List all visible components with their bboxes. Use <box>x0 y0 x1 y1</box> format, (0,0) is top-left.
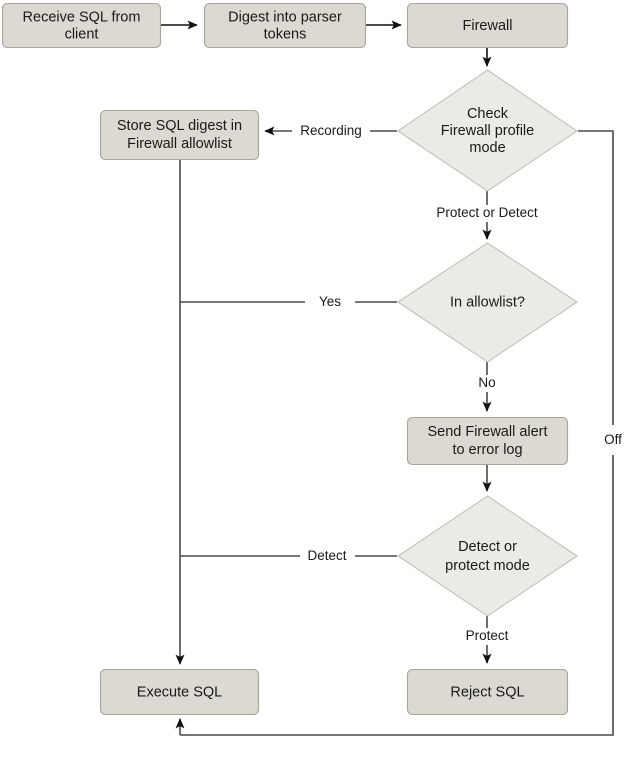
node-reject-sql-label: Reject SQL <box>450 684 524 700</box>
edge-label-detect: Detect <box>307 548 346 563</box>
node-execute-sql-shape <box>99 668 260 716</box>
edge-label-recording: Recording <box>300 123 362 138</box>
node-check-firewall-profile-mode-shape <box>397 69 578 192</box>
edge-label-no: No <box>478 375 495 390</box>
edge-in-allowlist-to-send-alert: No <box>478 362 496 412</box>
node-detect-protect-line-1: Detect or <box>458 539 517 555</box>
node-digest-tokens-line-2: tokens <box>264 26 307 42</box>
edge-detect-protect-detect-to-execute: Detect <box>180 548 397 563</box>
edge-check-mode-off-to-execute: Off <box>175 130 622 736</box>
node-execute-sql-label: Execute SQL <box>137 684 222 700</box>
edge-detect-protect-to-reject: Protect <box>466 616 509 664</box>
node-receive-sql-line-1: Receive SQL from <box>23 9 141 25</box>
node-send-firewall-alert[interactable]: Send Firewall alert to error log <box>406 416 569 466</box>
node-firewall-shape <box>406 2 569 49</box>
node-reject-sql-shape <box>406 668 569 716</box>
node-receive-sql[interactable]: Receive SQL from client <box>1 2 162 49</box>
node-store-sql-digest-line-1: Store SQL digest in <box>117 118 242 134</box>
node-check-firewall-profile-mode[interactable]: Check Firewall profile mode <box>397 69 578 192</box>
node-digest-tokens-shape <box>203 2 367 49</box>
node-digest-tokens[interactable]: Digest into parser tokens <box>203 2 367 49</box>
node-reject-sql[interactable]: Reject SQL <box>406 668 569 716</box>
node-send-alert-line-1: Send Firewall alert <box>427 424 547 440</box>
node-firewall[interactable]: Firewall <box>406 2 569 49</box>
node-check-mode-line-2: Firewall profile <box>441 123 534 139</box>
node-in-allowlist-shape <box>397 242 578 363</box>
edge-label-off: Off <box>604 432 622 447</box>
edge-check-mode-to-store-digest: Recording <box>264 123 397 138</box>
node-execute-sql[interactable]: Execute SQL <box>99 668 260 716</box>
node-store-sql-digest[interactable]: Store SQL digest in Firewall allowlist <box>99 109 260 161</box>
edge-label-yes: Yes <box>319 294 341 309</box>
node-send-firewall-alert-shape <box>406 416 569 466</box>
edge-check-mode-to-in-allowlist: Protect or Detect <box>436 191 538 240</box>
node-check-mode-line-3: mode <box>469 140 505 156</box>
edge-in-allowlist-yes-to-execute: Yes <box>180 294 397 309</box>
node-detect-protect-line-2: protect mode <box>445 558 530 574</box>
node-detect-or-protect-mode[interactable]: Detect or protect mode <box>397 495 578 617</box>
node-digest-tokens-line-1: Digest into parser <box>228 9 342 25</box>
node-in-allowlist-label: In allowlist? <box>450 294 525 310</box>
edge-label-protect: Protect <box>466 628 509 643</box>
node-store-sql-digest-shape <box>99 109 260 161</box>
node-detect-or-protect-mode-shape <box>397 495 578 617</box>
node-firewall-label: Firewall <box>463 18 513 34</box>
node-in-allowlist[interactable]: In allowlist? <box>397 242 578 363</box>
node-store-sql-digest-line-2: Firewall allowlist <box>127 136 232 152</box>
node-receive-sql-line-2: client <box>65 26 99 42</box>
edge-label-protect-or-detect: Protect or Detect <box>436 205 538 220</box>
node-receive-sql-shape <box>1 2 162 49</box>
node-check-mode-line-1: Check <box>467 106 509 122</box>
node-send-alert-line-2: to error log <box>452 442 522 458</box>
